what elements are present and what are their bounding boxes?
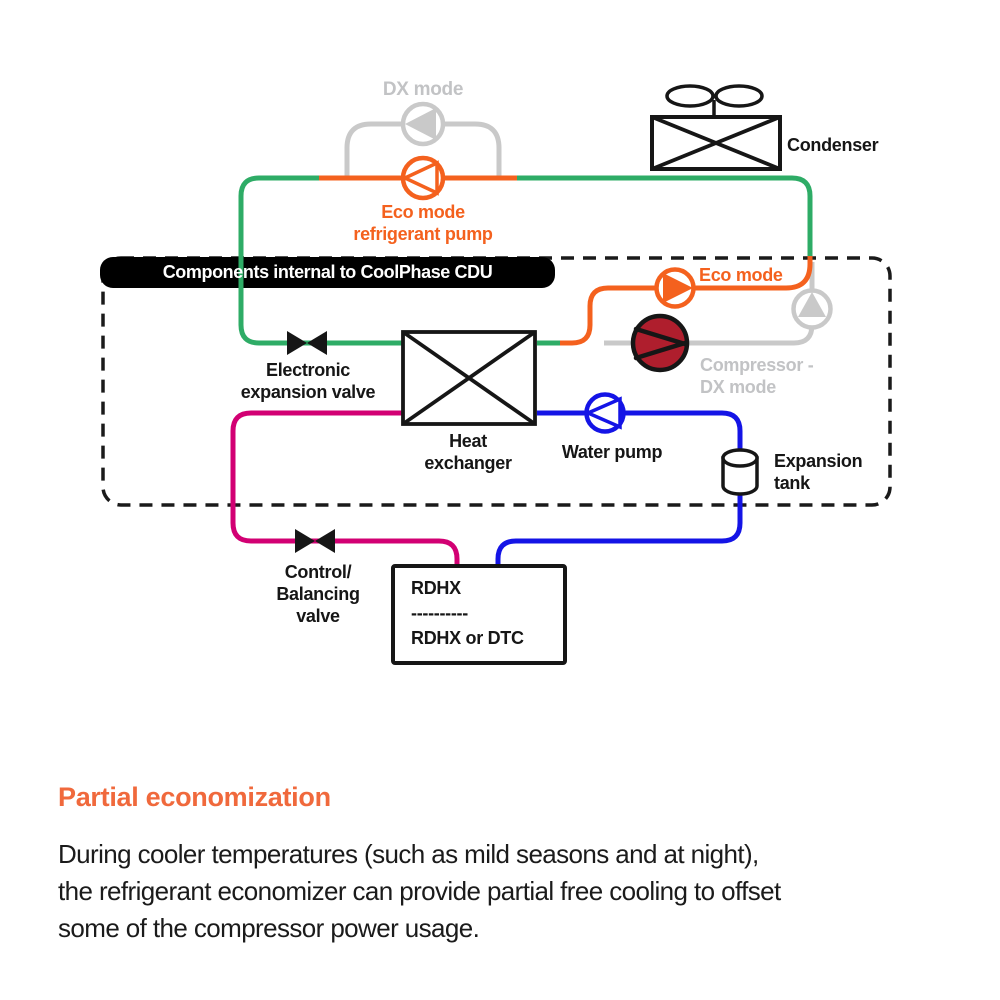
compressor-icon (630, 313, 690, 373)
eco-refrigerant-pump-icon (400, 155, 446, 201)
eco-mode-label: Eco mode (699, 265, 783, 285)
eco-refrigerant-pump-label: Eco mode refrigerant pump (353, 202, 493, 244)
pipe-magenta-supply (230, 410, 460, 567)
eco-mode-pump-icon (654, 267, 696, 309)
heat-exchanger-label: Heat exchanger (424, 431, 512, 473)
body-line: some of the compressor power usage. (58, 913, 480, 943)
water-pump-label: Water pump (561, 442, 663, 462)
expansion-valve-label: Electronic expansion valve (240, 360, 376, 402)
condenser-label: Condenser (787, 135, 879, 155)
water-pump-icon (583, 392, 626, 434)
rdhx-box (391, 564, 567, 665)
heat-exchanger-icon (401, 330, 537, 426)
rdhx-box-label: RDHX ---------- RDHX or DTC (411, 578, 524, 648)
cdu-banner-label: Components internal to CoolPhase CDU (162, 262, 493, 282)
control-valve-icon (295, 529, 335, 553)
expansion-tank-icon (721, 448, 759, 496)
pipe-green-condenser (515, 175, 813, 260)
section-body: During cooler temperatures (such as mild… (58, 836, 781, 947)
dx-mode-pump-icon (400, 101, 446, 147)
condenser-icon (650, 84, 782, 171)
cooling-system-diagram: DX mode Eco mode refrigerant pump Conden… (100, 79, 892, 665)
section-heading: Partial economization (58, 782, 331, 812)
pipe-orange-eco-loop (560, 256, 813, 346)
pipe-blue-return (495, 410, 743, 567)
dx-mode-label: DX mode (382, 79, 464, 100)
expansion-tank-label: Expansion tank (774, 451, 863, 493)
control-valve-label: Control/ Balancing valve (276, 562, 360, 626)
body-line: During cooler temperatures (such as mild… (58, 839, 759, 869)
cdu-banner-background (100, 257, 555, 288)
body-line: the refrigerant economizer can provide p… (58, 876, 781, 906)
diagram-canvas (100, 84, 892, 665)
compressor-label: Compressor - DX mode (700, 355, 814, 397)
expansion-valve-icon (287, 331, 327, 355)
pipe-green-left-loop (238, 175, 403, 346)
dx-compressor-pump-icon (791, 288, 833, 330)
